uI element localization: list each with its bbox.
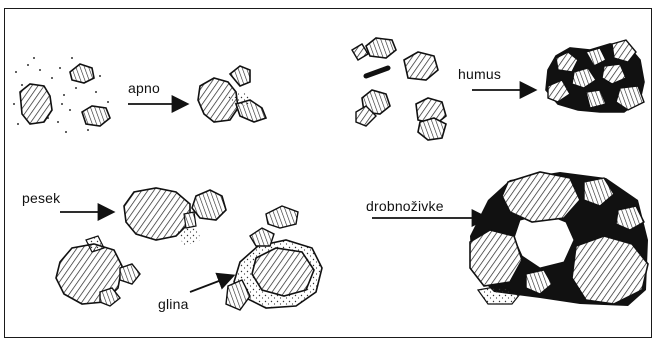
humus-before-group — [352, 38, 446, 140]
label-humus: humus — [458, 66, 501, 82]
clay-arrow — [190, 276, 232, 292]
label-sand: pesek — [22, 190, 60, 206]
label-microorganisms: drobnoživke — [366, 198, 444, 214]
label-clay: glina — [158, 296, 189, 312]
clay-aggregate — [226, 206, 322, 310]
lime-aggregate — [198, 66, 266, 122]
microorganism-aggregate — [470, 172, 648, 306]
clay-grain-bottom-left — [56, 236, 140, 306]
label-lime: apno — [128, 80, 160, 96]
humus-aggregate — [546, 40, 644, 112]
lime-before-group — [13, 57, 110, 133]
sand-grain-top — [124, 188, 226, 246]
